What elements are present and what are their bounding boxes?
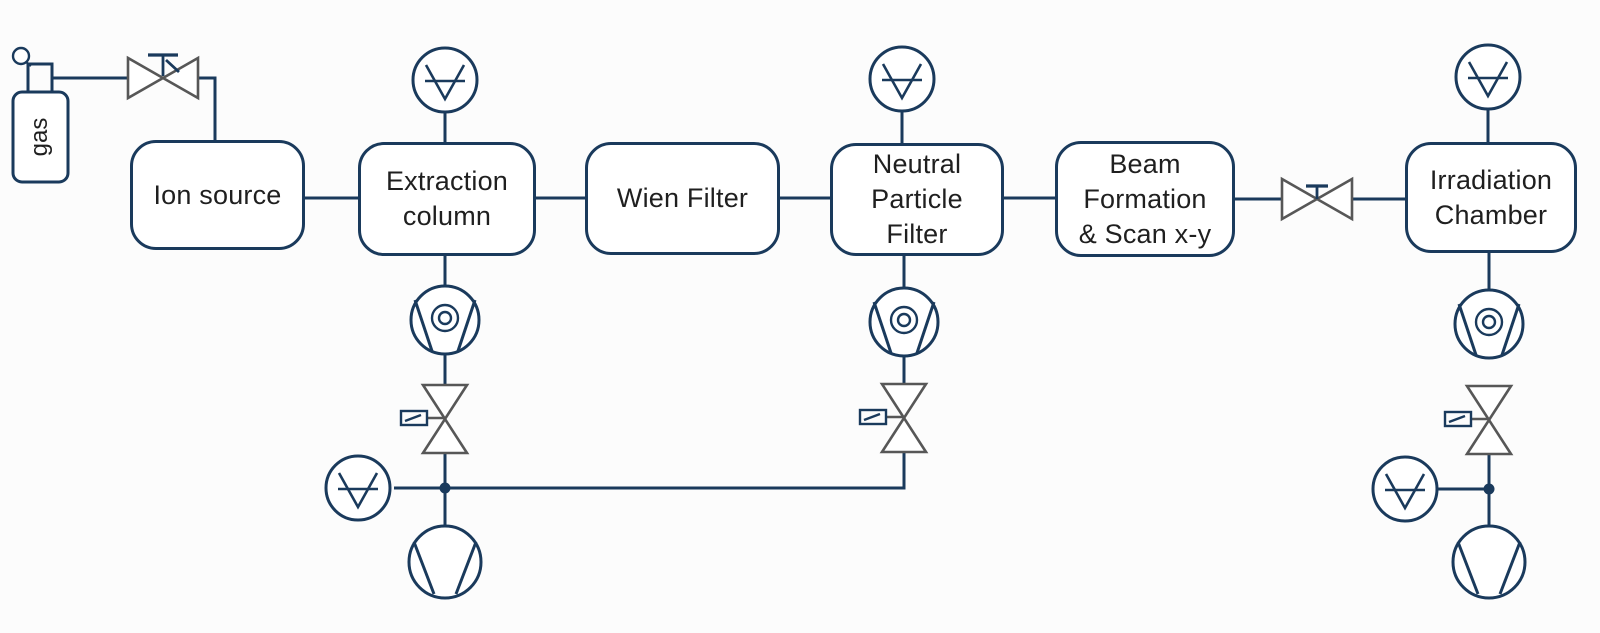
vacuum-gauge-icon [1454,43,1522,111]
gas-cylinder-icon [11,46,70,184]
pipe-segment [445,451,906,490]
box-beam-formation-scan-label: Beam Formation & Scan x-y [1078,148,1212,249]
vacuum-gauge-icon [1371,455,1439,523]
pipe-segment [198,76,217,140]
vacuum-gauge-icon [324,454,392,522]
solenoid-valve-icon [399,383,469,455]
vacuum-gauge-icon [868,45,936,113]
box-extraction-column-label: Extraction column [385,166,509,231]
box-wien-filter-label: Wien Filter [616,183,749,213]
box-wien-filter: Wien Filter [585,142,780,255]
box-irradiation-chamber: Irradiation Chamber [1405,142,1577,253]
box-neutral-particle-filter: Neutral Particle Filter [830,143,1004,256]
junction-dot [1483,483,1495,495]
box-ion-source: Ion source [130,140,305,250]
turbo-pump-icon [868,286,940,358]
backing-pump-icon [407,524,483,600]
box-ion-source-label: Ion source [153,179,282,210]
solenoid-valve-icon [1443,384,1513,456]
gate-valve-icon [1280,177,1354,221]
turbo-pump-icon [1453,288,1525,360]
box-beam-formation-scan: Beam Formation & Scan x-y [1055,141,1235,257]
turbo-pump-icon [409,284,481,356]
box-irradiation-chamber-label: Irradiation Chamber [1429,164,1553,230]
vacuum-gauge-icon [411,46,479,114]
pipes [52,76,1495,529]
box-extraction-column: Extraction column [358,142,536,256]
box-neutral-particle-filter-label: Neutral Particle Filter [871,149,963,249]
backing-pump-icon [1451,524,1527,600]
manual-valve-icon [126,53,200,100]
gas-cylinder-label: gas [26,117,53,157]
junction-dot [439,482,451,494]
solenoid-valve-icon [858,382,928,454]
